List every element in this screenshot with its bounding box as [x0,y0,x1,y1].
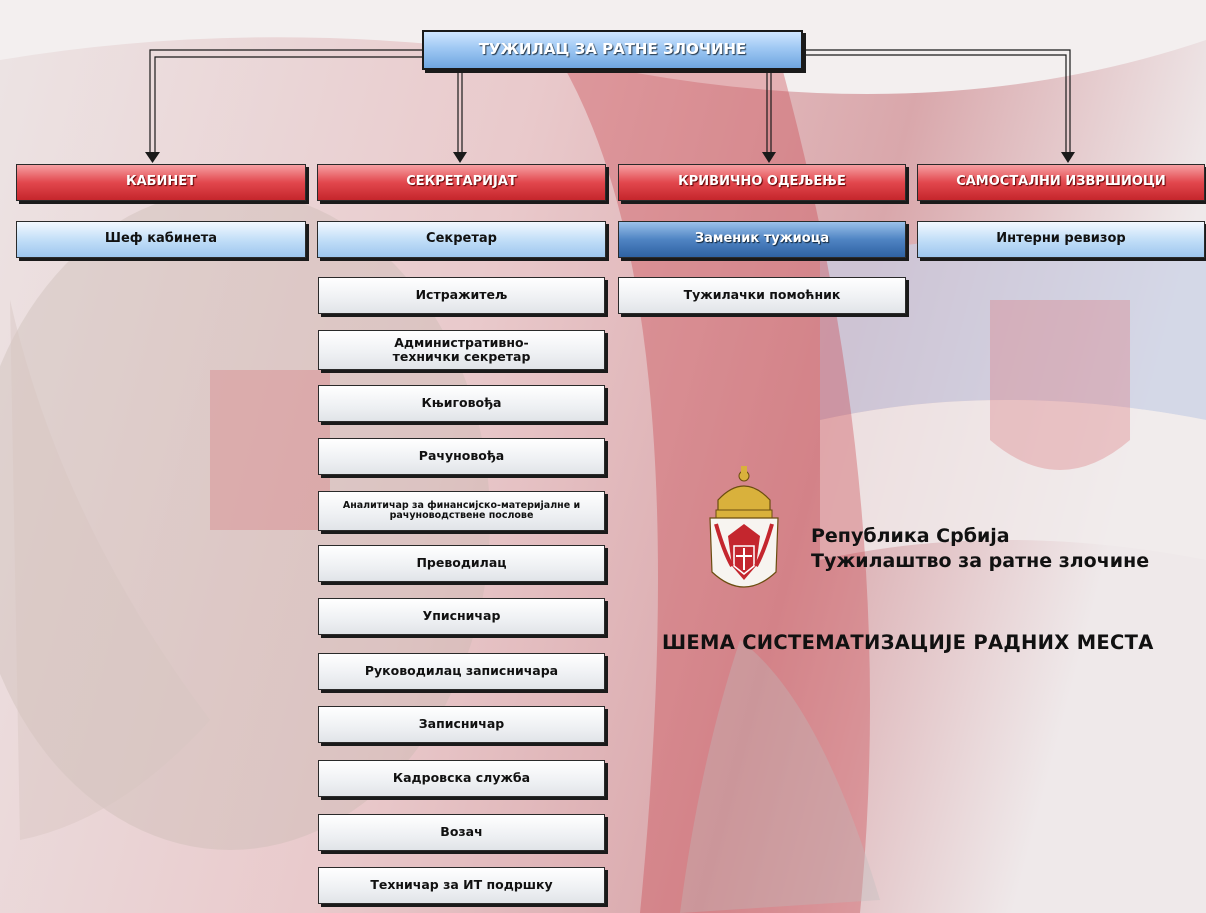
head-cabinet: Шеф кабинета [16,221,306,258]
staff-node: Тужилачки помоћник [618,277,906,314]
staff-node: Кадровска служба [318,760,605,797]
department-criminal: КРИВИЧНО ОДЕЉЕЊЕ [618,164,906,201]
head-criminal: Заменик тужиоца [618,221,906,258]
head-independent: Интерни ревизор [917,221,1205,258]
staff-node: Административно-технички секретар [318,330,605,370]
staff-label: Административно-технички секретар [392,334,531,364]
institution-line2: Тужилаштво за ратне злочине [811,550,1150,572]
staff-node: Техничар за ИТ подршку [318,867,605,904]
schema-title: ШЕМА СИСТЕМАТИЗАЦИЈЕ РАДНИХ МЕСТА [662,631,1154,654]
department-cabinet: КАБИНЕТ [16,164,306,201]
staff-node: Аналитичар за финансијско-материјалне и … [318,491,605,531]
institution-line1: Република Србија [811,525,1010,547]
institution-name: Република Србија Тужилаштво за ратне зло… [811,524,1149,574]
coat-of-arms-icon [709,466,779,588]
staff-node: Записничар [318,706,605,743]
staff-node: Преводилац [318,545,605,582]
root-node: ТУЖИЛАЦ ЗА РАТНЕ ЗЛОЧИНЕ [422,30,803,70]
head-secretariat: Секретар [317,221,606,258]
department-independent: САМОСТАЛНИ ИЗВРШИОЦИ [917,164,1205,201]
staff-node: Књиговођа [318,385,605,422]
department-secretariat: СЕКРЕТАРИЈАТ [317,164,606,201]
staff-node: Истражитељ [318,277,605,314]
staff-node: Уписничар [318,598,605,635]
staff-node: Рачуновођа [318,438,605,475]
staff-node: Возач [318,814,605,851]
staff-node: Руководилац записничара [318,653,605,690]
staff-label: Аналитичар за финансијско-материјалне и … [342,499,581,521]
